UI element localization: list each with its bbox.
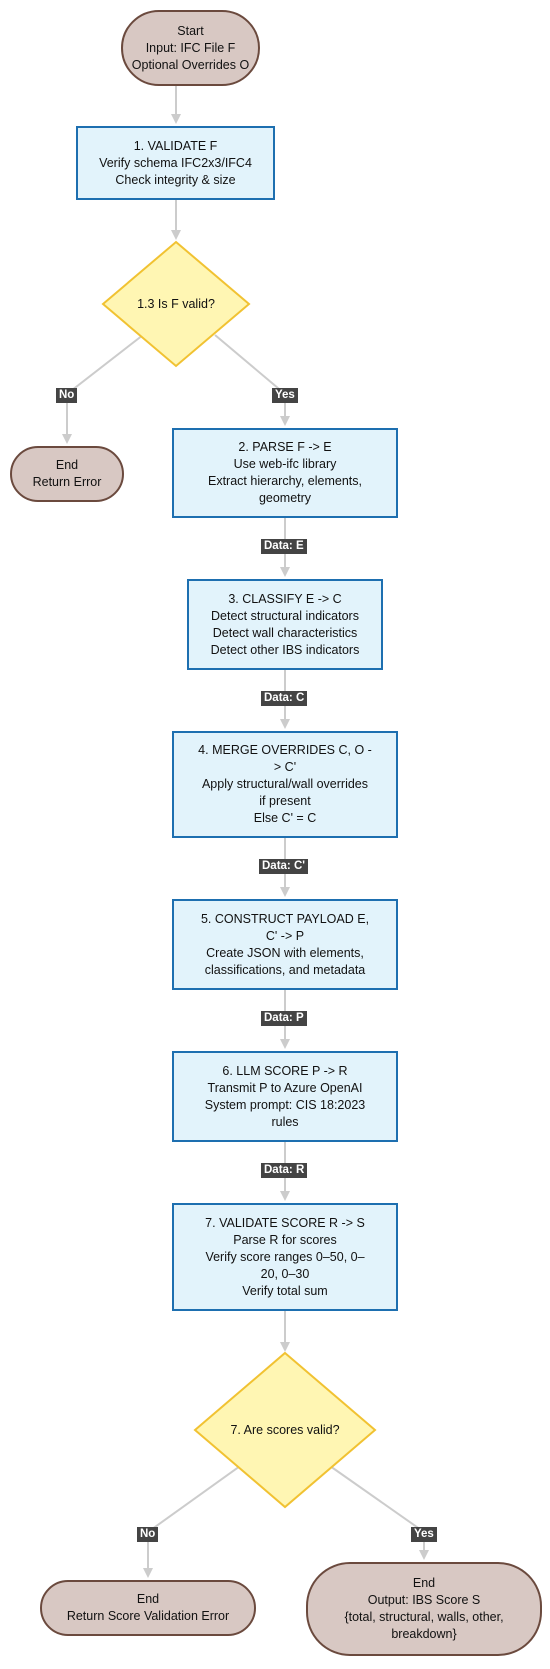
start-line-3: Optional Overrides O xyxy=(131,57,250,72)
classify-node: 3. CLASSIFY E -> C Detect structural ind… xyxy=(187,579,383,670)
validate-score-node: 7. VALIDATE SCORE R -> S Parse R for sco… xyxy=(172,1203,398,1311)
end-error-line-1: End xyxy=(55,458,79,472)
decision-2-label: 7. Are scores valid? xyxy=(230,1423,340,1437)
start-node: Start Input: IFC File F Optional Overrid… xyxy=(121,10,260,86)
validate-score-line-3: Verify score ranges 0–50, 0– xyxy=(205,1249,365,1264)
construct-node: 5. CONSTRUCT PAYLOAD E, C' -> P Create J… xyxy=(172,899,398,990)
decision-1-label: 1.3 Is F valid? xyxy=(137,297,215,311)
validate-line-3: Check integrity & size xyxy=(115,172,236,187)
edge-label-yes-2: Yes xyxy=(411,1527,437,1542)
edge-label-no-1: No xyxy=(56,388,78,403)
edge-label-data-r: Data: R xyxy=(261,1163,308,1178)
merge-line-1: 4. MERGE OVERRIDES C, O - xyxy=(198,743,372,757)
start-line-2: Input: IFC File F xyxy=(145,40,236,55)
edge-decision1-yes xyxy=(214,334,290,426)
edge-label-data-e: Data: E xyxy=(261,539,307,554)
construct-line-3: Create JSON with elements, xyxy=(206,945,364,960)
classify-line-1: 3. CLASSIFY E -> C xyxy=(228,591,342,606)
validate-score-line-2: Parse R for scores xyxy=(233,1232,337,1247)
llm-score-node: 6. LLM SCORE P -> R Transmit P to Azure … xyxy=(172,1051,398,1142)
merge-node: 4. MERGE OVERRIDES C, O - > C' Apply str… xyxy=(172,731,398,838)
validate-node: 1. VALIDATE F Verify schema IFC2x3/IFC4 … xyxy=(76,126,275,200)
construct-line-4: classifications, and metadata xyxy=(204,962,366,977)
merge-line-3: Apply structural/wall overrides xyxy=(201,777,369,791)
parse-line-3: Extract hierarchy, elements, xyxy=(208,474,362,488)
parse-node: 2. PARSE F -> E Use web-ifc library Extr… xyxy=(172,428,398,518)
llm-line-1: 6. LLM SCORE P -> R xyxy=(222,1063,348,1078)
llm-line-3: System prompt: CIS 18:2023 xyxy=(204,1097,366,1112)
end-score-error-node: End Return Score Validation Error xyxy=(40,1580,256,1636)
classify-line-3: Detect wall characteristics xyxy=(212,625,358,640)
end-output-line-4: breakdown} xyxy=(391,1627,457,1641)
llm-line-4: rules xyxy=(271,1114,299,1129)
edge-decision2-yes xyxy=(329,1465,429,1560)
edge-label-data-c-prime: Data: C' xyxy=(259,859,308,874)
end-output-line-3: {total, structural, walls, other, xyxy=(344,1610,504,1624)
validate-score-line-4: 20, 0–30 xyxy=(260,1266,310,1281)
edge-label-data-p: Data: P xyxy=(261,1011,307,1026)
edge-decision2-no xyxy=(143,1465,241,1578)
llm-line-2: Transmit P to Azure OpenAI xyxy=(207,1080,363,1095)
edge-label-data-c: Data: C xyxy=(261,691,308,706)
edge-decision1-no xyxy=(62,334,144,444)
end-score-error-line-1: End xyxy=(136,1592,160,1606)
merge-line-4: if present xyxy=(259,794,311,808)
construct-line-2: C' -> P xyxy=(265,928,305,943)
validate-score-line-1: 7. VALIDATE SCORE R -> S xyxy=(205,1215,365,1230)
parse-line-4: geometry xyxy=(258,491,312,505)
end-output-line-2: Output: IBS Score S xyxy=(367,1593,481,1607)
construct-line-1: 5. CONSTRUCT PAYLOAD E, xyxy=(200,911,370,926)
validate-line-2: Verify schema IFC2x3/IFC4 xyxy=(99,155,252,170)
merge-line-2: > C' xyxy=(273,760,297,774)
validate-score-line-5: Verify total sum xyxy=(242,1283,328,1298)
parse-line-2: Use web-ifc library xyxy=(233,457,337,471)
end-output-node: End Output: IBS Score S {total, structur… xyxy=(306,1562,542,1656)
edge-label-yes-1: Yes xyxy=(272,388,298,403)
decision-diamond-1 xyxy=(101,240,251,368)
decision-diamond-2 xyxy=(193,1351,377,1509)
classify-line-2: Detect structural indicators xyxy=(211,608,359,623)
parse-line-1: 2. PARSE F -> E xyxy=(238,440,332,454)
end-error-line-2: Return Error xyxy=(32,475,102,489)
validate-line-1: 1. VALIDATE F xyxy=(133,138,218,153)
start-line-1: Start xyxy=(177,23,204,38)
end-output-line-1: End xyxy=(412,1576,436,1590)
edge-label-no-2: No xyxy=(137,1527,159,1542)
end-score-error-line-2: Return Score Validation Error xyxy=(66,1609,230,1623)
classify-line-4: Detect other IBS indicators xyxy=(210,642,360,657)
merge-line-5: Else C' = C xyxy=(253,811,317,825)
end-error-node: End Return Error xyxy=(10,446,124,502)
